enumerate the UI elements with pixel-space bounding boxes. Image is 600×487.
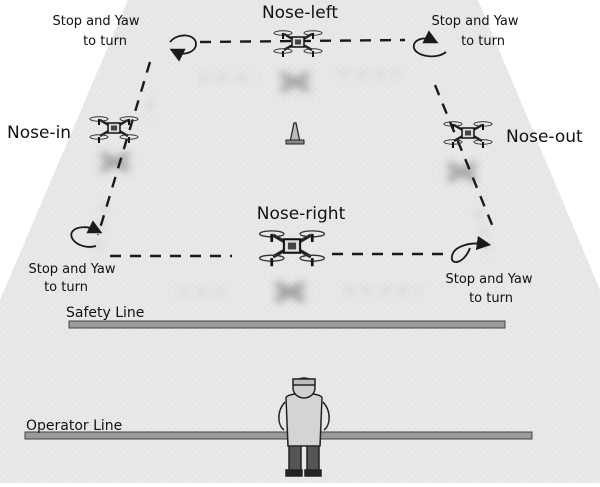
- label-nose-in: Nose-in: [7, 123, 71, 143]
- note-top-right-line1: Stop and Yaw: [431, 14, 518, 29]
- label-nose-left: Nose-left: [262, 3, 338, 23]
- note-top-right-line2: to turn: [461, 34, 505, 49]
- operator-figure: [278, 377, 330, 477]
- yaw-arrow-bottom-right: [451, 235, 492, 263]
- yaw-arrow-top-left: [169, 34, 197, 62]
- note-bottom-right-line2: to turn: [469, 291, 513, 306]
- note-top-left-line2: to turn: [83, 34, 127, 49]
- cone-icon: [285, 122, 305, 145]
- yaw-arrows: [70, 30, 492, 263]
- note-bottom-left-line1: Stop and Yaw: [28, 262, 115, 277]
- label-nose-right: Nose-right: [257, 204, 346, 224]
- yaw-arrow-top-right: [412, 30, 447, 58]
- label-nose-out: Nose-out: [506, 127, 583, 147]
- label-safety-line: Safety Line: [66, 305, 144, 321]
- note-bottom-left-line2: to turn: [44, 280, 88, 295]
- yaw-arrow-bottom-left: [70, 220, 103, 248]
- note-bottom-right-line1: Stop and Yaw: [445, 272, 532, 287]
- operator-line: [24, 431, 533, 440]
- safety-line: [68, 320, 506, 329]
- label-operator-line: Operator Line: [26, 418, 122, 434]
- note-top-left-line1: Stop and Yaw: [52, 14, 139, 29]
- path-left: [96, 61, 152, 236]
- path-right: [433, 84, 497, 233]
